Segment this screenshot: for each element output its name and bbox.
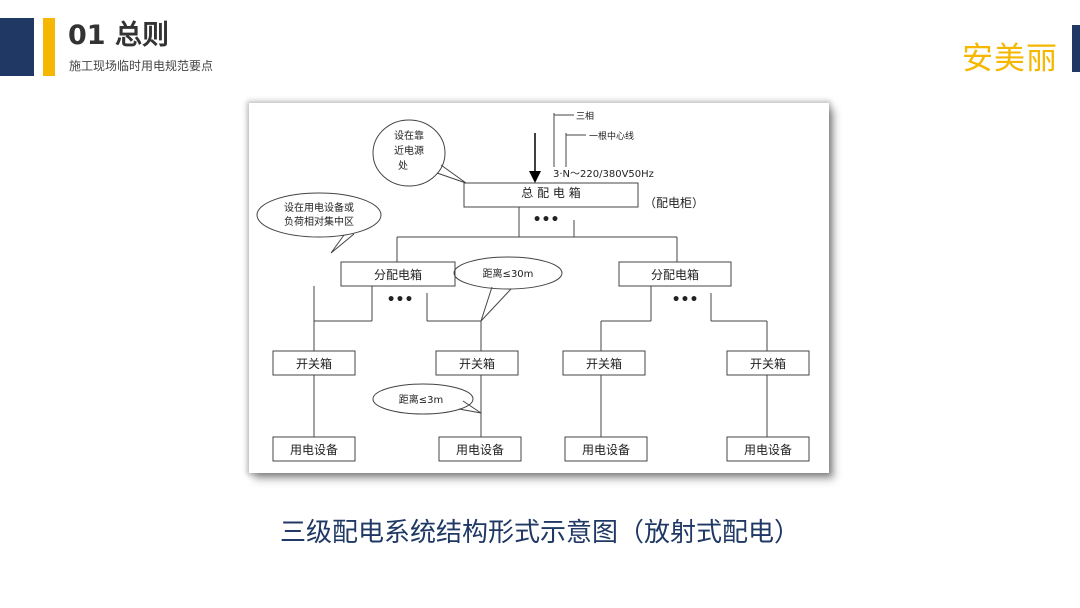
- distribution-diagram: 总 配 电 箱 （配电柜） 3·N～220/380V50Hz 三相 一根中心线 …: [249, 103, 829, 473]
- callout-near-source-line-2: 近电源: [394, 144, 424, 157]
- callout-load-center-line-2: 负荷相对集中区: [284, 215, 354, 228]
- equipment-box-2-label: 用电设备: [456, 443, 504, 457]
- brand-logo-text: 安美丽: [962, 41, 1058, 77]
- switch-box-2: [435, 350, 519, 376]
- callout-distance-3-text: 距离≤3m: [399, 393, 443, 406]
- equipment-box-3: [564, 436, 648, 462]
- distribution-box-right-label: 分配电箱: [651, 267, 699, 282]
- callout-near-source: [372, 119, 446, 187]
- callout-distance-3: [372, 383, 474, 415]
- ellipsis-main: •••: [533, 212, 560, 228]
- header-accent-yellow: [43, 18, 55, 76]
- diagram-caption: 三级配电系统结构形式示意图（放射式配电）: [279, 518, 800, 548]
- ellipsis-right: •••: [672, 292, 699, 308]
- callout-distance-30-text: 距离≤30m: [483, 267, 534, 280]
- switch-box-4: [726, 350, 810, 376]
- main-box-note: （配电柜）: [644, 196, 704, 210]
- header-accent-navy: [0, 18, 34, 76]
- main-distribution-box: [463, 182, 639, 208]
- switch-box-3: [562, 350, 646, 376]
- distribution-box-right: [618, 261, 732, 287]
- callout-near-source-line-3: 处: [398, 160, 408, 172]
- supply-spec: 3·N～220/380V50Hz: [553, 169, 654, 180]
- section-title: 01 总则: [68, 20, 169, 51]
- callout-load-center-line-1: 设在用电设备或: [284, 201, 354, 214]
- equipment-box-4: [726, 436, 810, 462]
- ellipsis-left: •••: [387, 292, 414, 308]
- equipment-box-1-label: 用电设备: [290, 443, 338, 457]
- switch-box-1: [272, 350, 356, 376]
- equipment-box-2: [438, 436, 522, 462]
- equipment-box-3-label: 用电设备: [582, 443, 630, 457]
- neutral-label: 一根中心线: [589, 130, 634, 142]
- distribution-diagram-canvas: 总 配 电 箱 （配电柜） 3·N～220/380V50Hz 三相 一根中心线 …: [256, 110, 810, 462]
- switch-box-4-label: 开关箱: [750, 356, 786, 371]
- callout-load-center: [256, 192, 382, 238]
- phase-label: 三相: [576, 110, 594, 122]
- callout-distance-30: [453, 256, 563, 290]
- equipment-box-4-label: 用电设备: [744, 443, 792, 457]
- switch-box-3-label: 开关箱: [586, 356, 622, 371]
- switch-box-2-label: 开关箱: [459, 356, 495, 371]
- main-box-label: 总 配 电 箱: [521, 185, 580, 200]
- equipment-box-1: [272, 436, 356, 462]
- right-accent-navy: [1072, 25, 1080, 72]
- switch-box-1-label: 开关箱: [296, 356, 332, 371]
- section-subtitle: 施工现场临时用电规范要点: [69, 59, 214, 73]
- callout-near-source-line-1: 设在靠: [394, 129, 424, 142]
- distribution-box-left-label: 分配电箱: [374, 267, 422, 282]
- distribution-box-left: [340, 261, 456, 287]
